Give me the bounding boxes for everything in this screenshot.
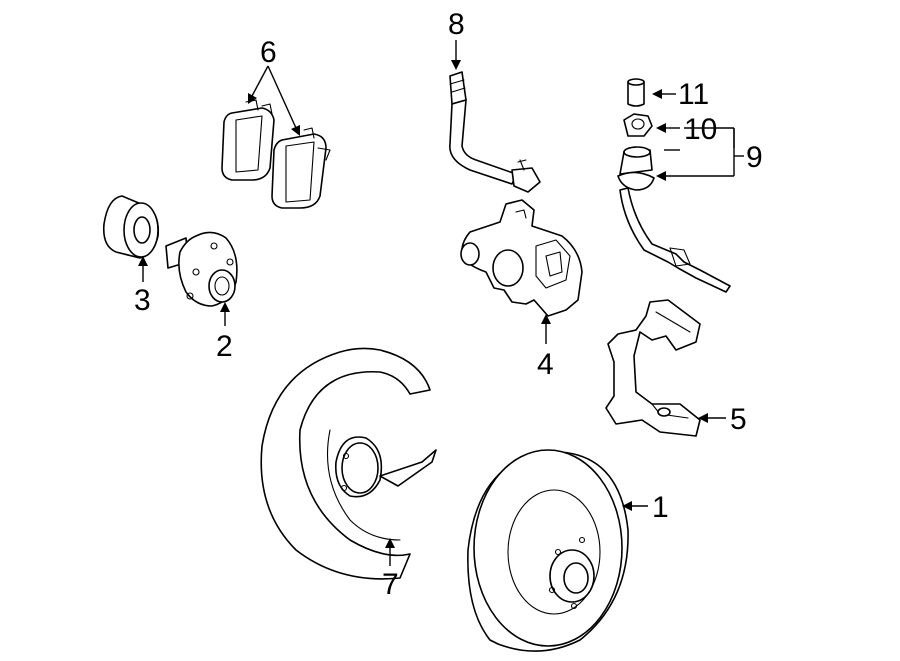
callout-cap: 11 xyxy=(678,78,709,111)
callout-bearing: 3 xyxy=(134,284,151,317)
bleeder-nut-icon xyxy=(623,113,653,137)
caliper-bracket-icon xyxy=(605,299,701,437)
wear-sensor-icon xyxy=(617,146,731,293)
callout-shield: 7 xyxy=(382,568,399,601)
wheel-hub-icon xyxy=(165,231,238,307)
dust-cap-icon xyxy=(627,78,645,107)
brake-caliper-icon xyxy=(460,199,583,317)
brake-rotor-icon xyxy=(467,449,629,652)
splash-shield-icon xyxy=(260,347,437,580)
callout-pads: 6 xyxy=(260,36,277,69)
callout-sensor: 9 xyxy=(746,141,763,174)
callout-bracket: 5 xyxy=(730,403,747,436)
wheel-bearing-icon xyxy=(102,195,160,259)
callout-caliper: 4 xyxy=(537,348,554,381)
callout-rotor: 1 xyxy=(652,491,669,524)
callout-nut: 10 xyxy=(684,113,717,146)
callout-hub: 2 xyxy=(216,330,233,363)
callout-hose: 8 xyxy=(448,8,465,41)
callout-leaders xyxy=(138,40,744,566)
brake-pads-icon xyxy=(221,99,331,209)
brake-hose-icon xyxy=(449,71,541,193)
